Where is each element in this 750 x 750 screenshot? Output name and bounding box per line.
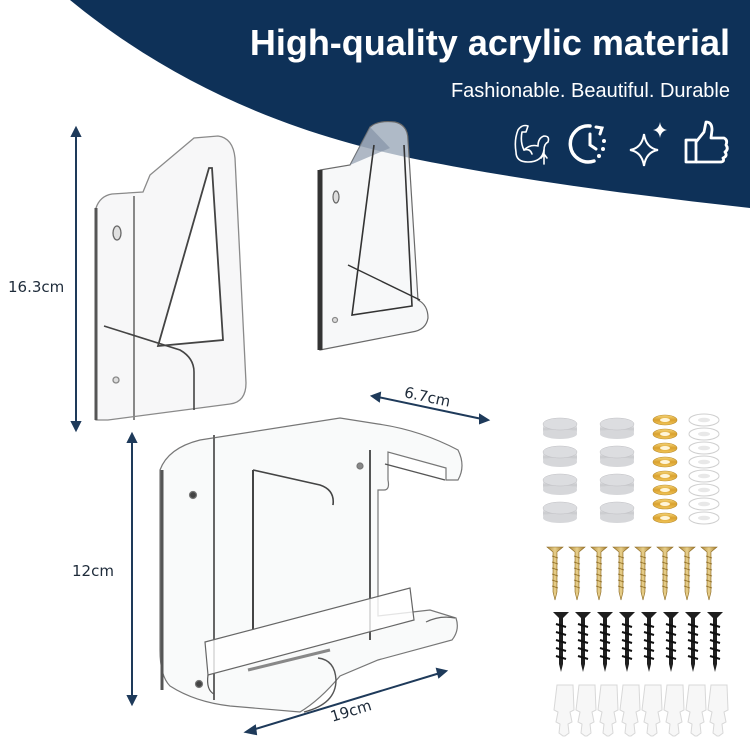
gold-screws (546, 546, 718, 601)
gold-washers (652, 414, 678, 524)
bracket-side-view-large (94, 135, 247, 421)
header-band (70, 0, 750, 208)
thumbs-up-icon (684, 120, 729, 164)
black-screws (553, 611, 724, 673)
tagline: Fashionable. Beautiful. Durable (450, 80, 730, 102)
wall-anchors (553, 684, 729, 737)
clock-refresh-icon (568, 124, 606, 164)
strong-arm-icon (514, 124, 550, 165)
bracket-side-view-small (317, 120, 429, 351)
dimension-arrows (70, 125, 491, 736)
headline: High-quality acrylic material (249, 22, 730, 63)
feature-icons (508, 118, 738, 174)
sparkle-icon (629, 122, 667, 167)
silver-caps (542, 417, 635, 524)
dimension-label-height-short: 12cm (72, 562, 114, 580)
bracket-front-view (159, 417, 463, 713)
white-washers (688, 413, 720, 525)
dimension-label-height-tall: 16.3cm (8, 278, 65, 296)
